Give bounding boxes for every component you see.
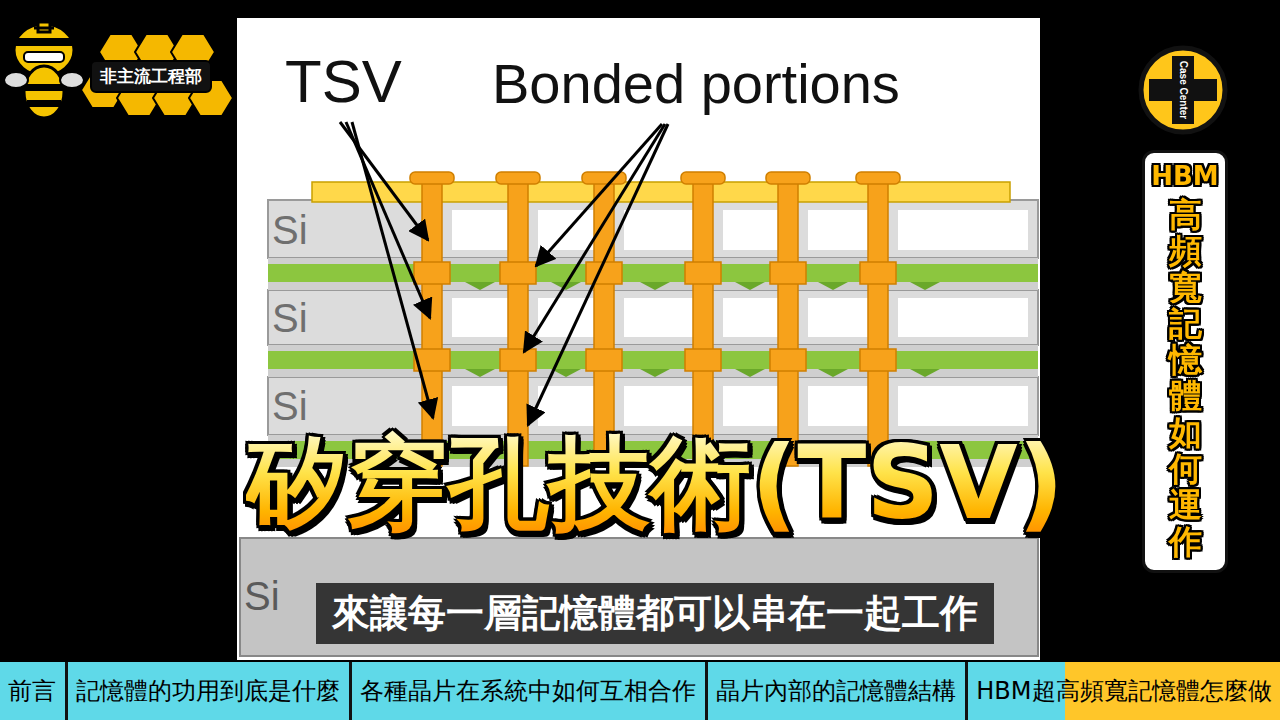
panel-heading: HBM: [1151, 161, 1218, 191]
chapter-tab: 前言: [0, 662, 65, 720]
part-label: Bonded portions: [492, 56, 900, 112]
chapter-text: 各種晶片在系統中如何互相合作: [360, 675, 696, 707]
logo-band: 非主流工程部: [90, 60, 212, 93]
layer-label: Si: [244, 576, 280, 616]
chapter-text: 晶片內部的記憶體結構: [716, 675, 956, 707]
chapter-tab: HBM超高頻寬記憶體怎麼做: [965, 662, 1280, 720]
vertical-title: 高頻寬記憶體如何運作: [1169, 197, 1202, 560]
logo-text: 非主流工程部: [100, 65, 202, 88]
tsv-stack: [240, 172, 1038, 656]
layer-label: Si: [272, 386, 308, 426]
chapter-text: 前言: [8, 675, 56, 707]
logo-hexagons: [81, 34, 233, 116]
case-badge: Case Center: [1137, 44, 1229, 136]
bee-icon: [4, 22, 84, 132]
diagram-panel: [237, 18, 1040, 660]
side-panel: HBM 高頻寬記憶體如何運作: [1142, 150, 1228, 573]
chapter-tab: 記憶體的功用到底是什麼: [65, 662, 349, 720]
chapter-tab: 各種晶片在系統中如何互相合作: [349, 662, 705, 720]
subtitle: 來讓每一層記憶體都可以串在一起工作: [316, 583, 994, 644]
chapter-text: HBM超高頻寬記憶體怎麼做: [976, 675, 1271, 707]
chapter-tab: 晶片內部的記憶體結構: [705, 662, 965, 720]
layer-label: Si: [272, 298, 308, 338]
part-label: TSV: [285, 52, 402, 112]
chapter-bar: [0, 662, 1280, 720]
layer-label: Si: [272, 210, 308, 250]
chapter-text: 記憶體的功用到底是什麼: [76, 675, 340, 707]
badge-text: Case Center: [1178, 61, 1189, 119]
overlay-title: 矽穿孔技術(TSV): [246, 428, 1064, 539]
leader-arrows: [340, 122, 668, 425]
